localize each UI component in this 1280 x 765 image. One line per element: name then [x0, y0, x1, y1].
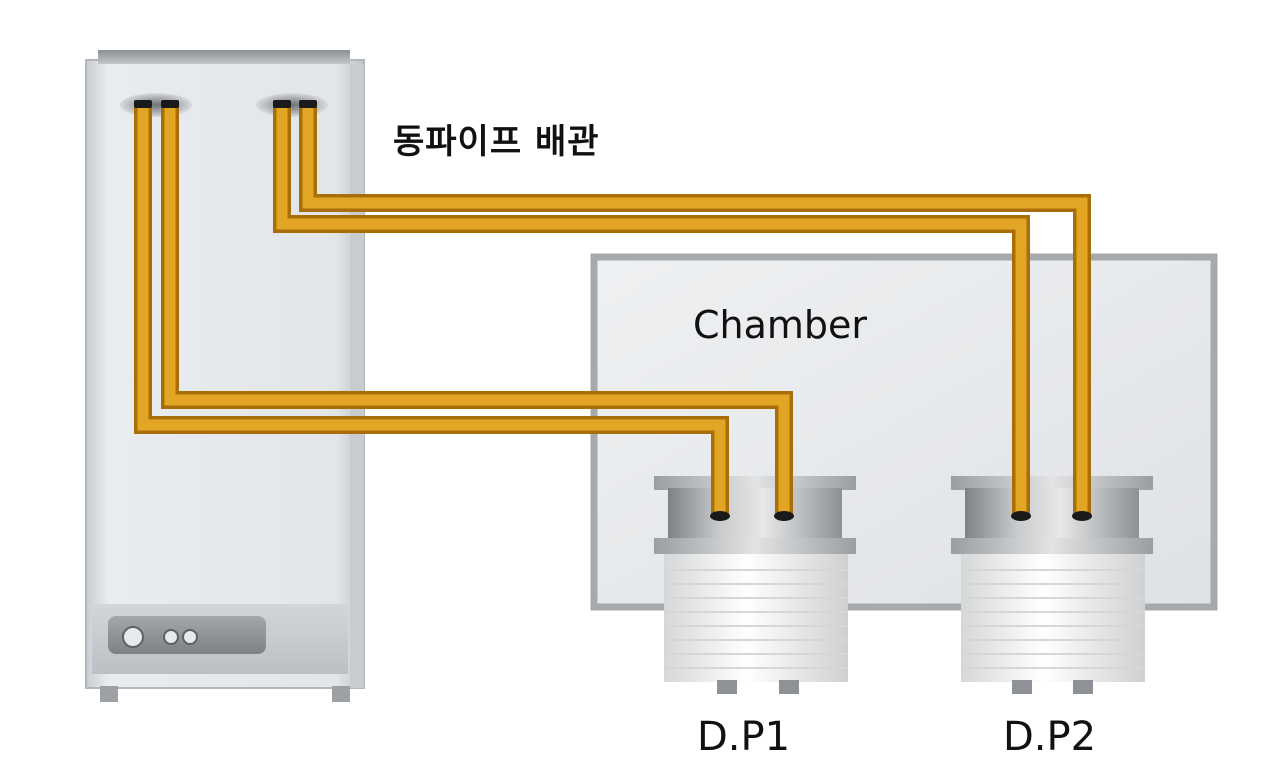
compressor-cabinet: [85, 59, 365, 689]
pump-top-rim: [654, 476, 856, 490]
diffusion-pump-1: [654, 476, 856, 694]
pipe-connector: [273, 100, 291, 108]
copper-pipe-label: 동파이프 배관: [393, 122, 600, 162]
pump-top-ring: [965, 488, 1139, 540]
compressor-top-cap: [98, 50, 350, 64]
copper-pipes: [134, 106, 1091, 514]
pump-2-label: D.P2: [1003, 714, 1097, 760]
pipe-connector: [299, 100, 317, 108]
pump-body: [664, 554, 848, 682]
copper-pipe: [164, 106, 790, 514]
compressor-foot: [332, 686, 350, 702]
pipe-connector: [1011, 511, 1031, 521]
pump-1-label: D.P1: [697, 714, 791, 760]
outlet-port-right: [256, 93, 328, 117]
copper-pipe: [137, 106, 726, 514]
pump-mid-rim: [951, 538, 1153, 554]
compressor-unit: [85, 50, 365, 702]
pump-top-ring: [668, 488, 842, 540]
pipe-connector: [161, 100, 179, 108]
pump-leg: [1012, 680, 1032, 694]
pipe-connectors: [134, 100, 1092, 521]
chamber-label: Chamber: [693, 303, 868, 347]
pipe-connector: [710, 511, 730, 521]
pump-mid-rim: [654, 538, 856, 554]
outlet-port-left: [120, 93, 192, 117]
compressor-side-shadow: [350, 64, 364, 688]
pump-leg: [717, 680, 737, 694]
pump-body: [961, 554, 1145, 682]
pump-fins: [961, 569, 1145, 669]
pump-fins: [664, 569, 848, 669]
pump-leg: [1073, 680, 1093, 694]
pump-top-rim: [951, 476, 1153, 490]
knob-icon: [182, 629, 198, 645]
pipe-connector: [1072, 511, 1092, 521]
knob-icon: [163, 629, 179, 645]
compressor-foot: [100, 686, 118, 702]
pump-leg: [779, 680, 799, 694]
knob-icon: [122, 626, 144, 648]
copper-pipe: [276, 106, 1027, 514]
pipe-connector: [774, 511, 794, 521]
copper-pipe: [302, 106, 1088, 514]
pipe-connector: [134, 100, 152, 108]
diffusion-pump-2: [951, 476, 1153, 694]
